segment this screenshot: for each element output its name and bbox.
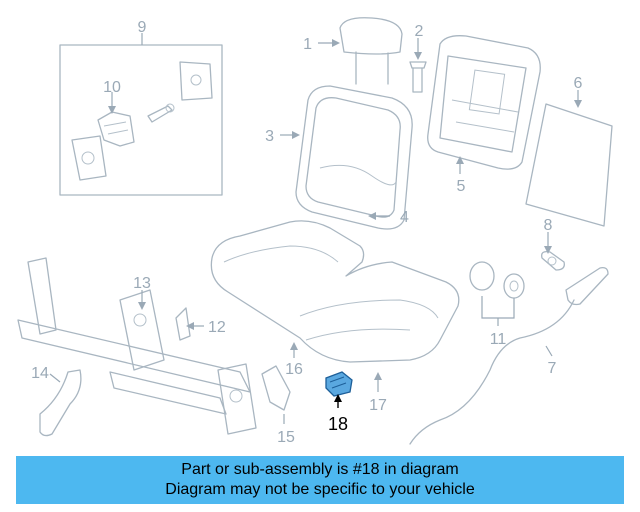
part-18-highlighted — [325, 371, 353, 408]
callout-6: 6 — [574, 75, 583, 92]
part-1-headrest — [318, 17, 403, 85]
part-13-seat-frame — [17, 257, 257, 435]
callout-1: 1 — [303, 36, 312, 53]
callout-7: 7 — [548, 360, 557, 377]
part-8-fastener — [541, 232, 565, 271]
callout-11: 11 — [490, 331, 507, 348]
callout-14: 14 — [31, 365, 49, 382]
callout-10: 10 — [103, 79, 121, 96]
part-5-seatback-frame — [427, 35, 541, 174]
callout-13: 13 — [133, 275, 151, 292]
callout-17: 17 — [369, 397, 387, 414]
callout-15: 15 — [277, 429, 295, 446]
banner-line-1: Part or sub-assembly is #18 in diagram — [181, 461, 459, 478]
callout-16: 16 — [285, 361, 303, 378]
banner-line-2: Diagram may not be specific to your vehi… — [165, 481, 475, 498]
part-7-release-cable — [409, 266, 609, 445]
parts-diagram: 9 10 1 2 3 4 5 6 8 11 7 13 12 14 16 17 1… — [17, 17, 613, 446]
part-9-hardware — [71, 61, 213, 181]
info-banner: Part or sub-assembly is #18 in diagram D… — [16, 456, 624, 504]
part-group-9-box — [59, 33, 223, 196]
callout-18: 18 — [328, 414, 348, 434]
callout-4: 4 — [400, 209, 409, 226]
part-3-seatback-cover — [280, 85, 413, 230]
callout-9: 9 — [138, 19, 147, 36]
part-16-seat-cushion — [210, 220, 460, 363]
callout-12: 12 — [208, 319, 226, 336]
callout-8: 8 — [544, 217, 553, 234]
part-6-back-panel — [525, 90, 613, 227]
part-10-bracket — [97, 92, 135, 147]
callout-2: 2 — [415, 23, 424, 40]
part-2-headrest-guide — [409, 38, 427, 93]
part-14-side-trim — [39, 369, 82, 437]
part-11-caps — [469, 261, 525, 326]
callout-5: 5 — [457, 178, 466, 195]
part-17-cushion-cover — [374, 372, 382, 392]
part-15-bracket — [261, 365, 291, 424]
part-12-bracket — [175, 307, 204, 341]
callout-3: 3 — [265, 128, 274, 145]
